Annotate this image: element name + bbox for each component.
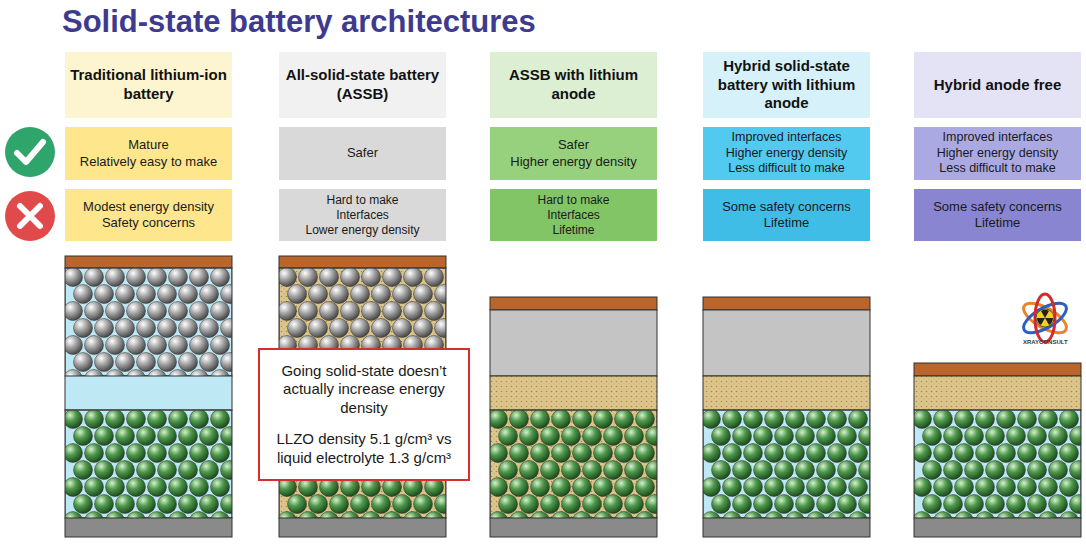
box-text: Modest energy density [83, 199, 214, 215]
box-text: Some safety concerns [722, 199, 851, 215]
logo [1019, 294, 1071, 342]
box-text: Less difficult to make [939, 161, 1056, 177]
box-text: Lifetime [764, 215, 810, 231]
box-text: LLZO density 5.1 g/cm³ vs liquid electro… [265, 430, 463, 468]
title: Solid-state battery architectures [62, 4, 536, 40]
box-text: Relatively easy to make [80, 154, 217, 170]
separator [65, 376, 232, 410]
header-text: All-solid-state battery (ASSB) [284, 66, 441, 104]
box-text: Hard to make [326, 193, 398, 208]
current-collector [279, 518, 446, 537]
cathode-layer [703, 410, 870, 518]
cross-icon [5, 191, 55, 241]
column-header: Traditional lithium-ion battery [65, 52, 232, 118]
column-header: All-solid-state battery (ASSB) [279, 52, 446, 118]
particle-layer [914, 410, 1081, 518]
column-header: ASSB with lithium anode [490, 52, 657, 118]
box-text: Hard to make [537, 193, 609, 208]
advantages-box: Improved interfacesHigher energy density… [703, 127, 870, 180]
box-text: Safer [558, 137, 589, 153]
particle-layer [490, 410, 657, 518]
box-text: Lifetime [552, 223, 594, 238]
drawbacks-box: Hard to makeInterfacesLifetime [490, 189, 657, 241]
box-text: Interfaces [336, 208, 389, 223]
current-collector [914, 518, 1081, 537]
lithium-anode [703, 310, 870, 376]
check-icon [5, 127, 55, 177]
box-text: Interfaces [547, 208, 600, 223]
box-text: Higher energy density [937, 146, 1059, 162]
particle-layer [65, 268, 232, 376]
box-text: Lifetime [975, 215, 1021, 231]
current-collector [914, 363, 1081, 376]
drawbacks-box: Hard to makeInterfacesLower energy densi… [279, 189, 446, 241]
cathode-layer [490, 410, 657, 518]
current-collector [490, 518, 657, 537]
separator [914, 376, 1081, 410]
current-collector [490, 297, 657, 310]
box-text: Some safety concerns [933, 199, 1062, 215]
particle-layer [65, 410, 232, 518]
column-header: Hybrid solid-state battery with lithium … [703, 52, 870, 118]
cathode-layer [914, 410, 1081, 518]
logo-text: XRAYCONSULT [1023, 339, 1068, 345]
header-text: Hybrid anode free [934, 76, 1062, 95]
separator [703, 376, 870, 410]
header-text: Hybrid solid-state battery with lithium … [708, 57, 865, 113]
callout-box: Going solid-state doesn’t actually incre… [258, 348, 470, 481]
box-text: Lower energy density [305, 223, 419, 238]
box-text: Higher energy density [510, 154, 636, 170]
header-text: Traditional lithium-ion battery [70, 66, 227, 104]
drawbacks-box: Some safety concernsLifetime [703, 189, 870, 241]
box-text: Mature [128, 137, 168, 153]
header-text: ASSB with lithium anode [495, 66, 652, 104]
box-text: Improved interfaces [943, 130, 1053, 146]
separator [490, 376, 657, 410]
box-text: Less difficult to make [728, 161, 845, 177]
anode-layer [65, 268, 232, 376]
advantages-box: Improved interfacesHigher energy density… [914, 127, 1081, 180]
box-text: Improved interfaces [732, 130, 842, 146]
current-collector [65, 518, 232, 537]
cathode-layer [65, 410, 232, 518]
advantages-box: Safer [279, 127, 446, 180]
box-text: Higher energy density [726, 146, 848, 162]
advantages-box: MatureRelatively easy to make [65, 127, 232, 180]
drawbacks-box: Modest energy densitySafety concerns [65, 189, 232, 241]
box-text: Safer [347, 145, 378, 161]
advantages-box: SaferHigher energy density [490, 127, 657, 180]
drawbacks-box: Some safety concernsLifetime [914, 189, 1081, 241]
current-collector [65, 256, 232, 268]
column-header: Hybrid anode free [914, 52, 1081, 118]
current-collector [279, 256, 446, 268]
box-text: Safety concerns [102, 215, 195, 231]
lithium-anode [490, 310, 657, 376]
box-text: Going solid-state doesn’t actually incre… [265, 362, 463, 418]
current-collector [703, 297, 870, 310]
current-collector [703, 518, 870, 537]
particle-layer [703, 410, 870, 518]
